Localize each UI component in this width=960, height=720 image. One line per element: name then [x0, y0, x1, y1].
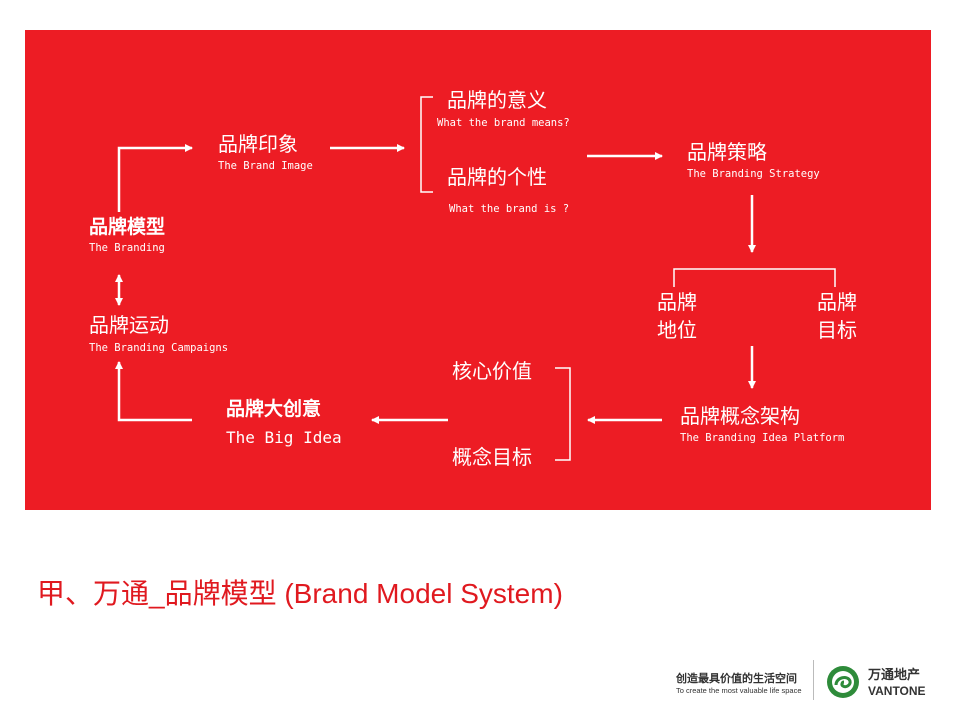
diagram-panel — [25, 30, 931, 510]
slide-caption: 甲、万通_品牌模型 (Brand Model System) — [37, 578, 563, 609]
slogan-en: To create the most valuable life space — [676, 686, 802, 695]
brand-positioning-line1: 品牌 — [657, 290, 697, 314]
node-big-idea-en: The Big Idea — [226, 428, 342, 447]
brand-name: 万通地产 VANTONE — [868, 668, 926, 698]
node-concept-goal: 概念目标 — [452, 445, 532, 469]
node-brand-campaigns-en: The Branding Campaigns — [89, 342, 229, 354]
node-brand-image-en: The Brand Image — [218, 160, 313, 172]
bracket-meaning-personality — [420, 96, 433, 193]
node-idea-platform-en: The Branding Idea Platform — [680, 432, 845, 444]
brand-positioning-line2: 地位 — [657, 318, 697, 342]
node-brand-strategy: 品牌策略 — [687, 140, 767, 164]
node-big-idea: 品牌大创意 — [226, 398, 322, 420]
node-brand-campaigns: 品牌运动 — [89, 313, 169, 337]
node-brand-strategy-en: The Branding Strategy — [687, 168, 820, 180]
brand-goal-line2: 目标 — [817, 318, 857, 342]
node-brand-personality: 品牌的个性 — [447, 165, 547, 189]
arrow-model-to-image — [117, 144, 193, 212]
bracket-value-concept — [555, 367, 571, 461]
node-brand-meaning: 品牌的意义 — [447, 88, 547, 112]
slogan-cn: 创造最具价值的生活空间 — [676, 672, 797, 685]
node-brand-personality-en: What the brand is ? — [449, 203, 570, 215]
brand-name-cn: 万通地产 — [868, 668, 921, 683]
footer-slogan: 创造最具价值的生活空间 To create the most valuable … — [676, 672, 802, 696]
footer-divider — [813, 660, 814, 700]
node-core-value: 核心价值 — [452, 359, 532, 383]
node-brand-model: 品牌模型 — [89, 216, 166, 238]
bracket-position-goal — [673, 268, 836, 287]
node-idea-platform: 品牌概念架构 — [680, 404, 800, 428]
node-brand-positioning: 品牌 地位 — [657, 288, 697, 344]
node-brand-model-en: The Branding — [89, 242, 165, 254]
brand-name-en: VANTONE — [868, 684, 926, 698]
arrow-to-campaigns — [115, 361, 192, 422]
node-brand-image: 品牌印象 — [218, 132, 298, 156]
vantone-logo-icon — [827, 666, 859, 698]
node-brand-goal: 品牌 目标 — [817, 288, 857, 344]
node-brand-meaning-en: What the brand means? — [437, 117, 570, 129]
brand-goal-line1: 品牌 — [817, 290, 857, 314]
